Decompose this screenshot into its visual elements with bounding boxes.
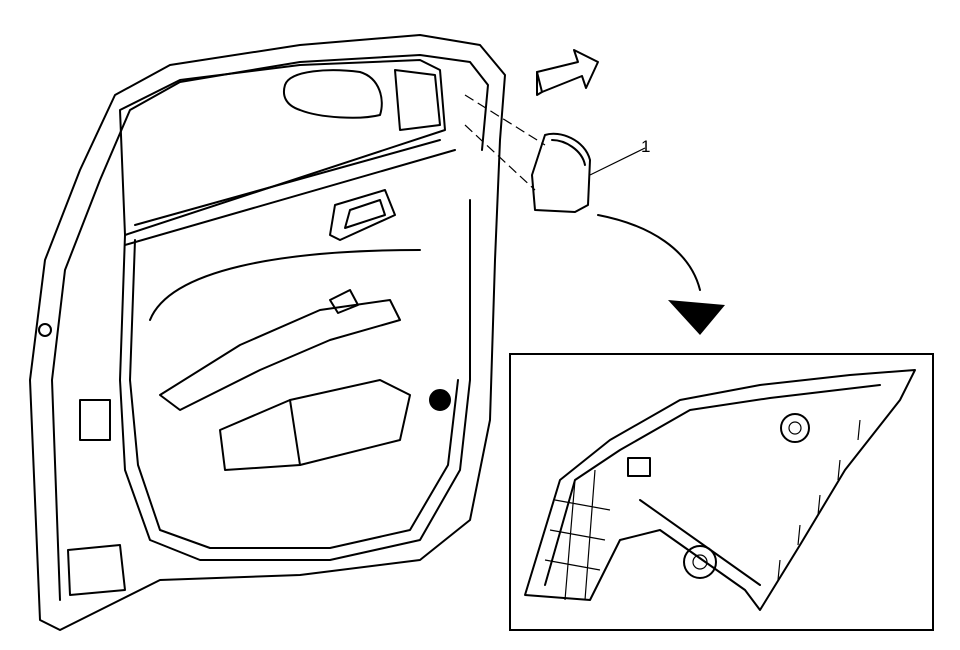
trim-cover-panel: [464, 94, 646, 213]
door-assembly: [29, 34, 506, 631]
callout-1-label: 1: [641, 137, 651, 156]
detail-arrow: [597, 214, 725, 335]
removal-direction-arrow: [536, 49, 599, 96]
detail-inset: [509, 353, 934, 631]
